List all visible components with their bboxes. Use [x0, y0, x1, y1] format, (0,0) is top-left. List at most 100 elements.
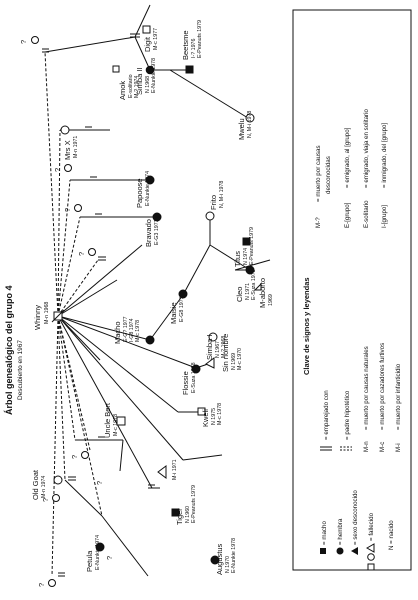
node-beetsme-name: Beetsme: [181, 30, 190, 60]
node-maborto-name: M-aborto: [258, 278, 267, 308]
node-titus-symbol: [242, 237, 251, 246]
node-titus-name: Titus: [233, 251, 242, 267]
unknown-parent-4: [88, 248, 96, 256]
node-kweli-symbol: [197, 407, 206, 416]
node-augustus-symbol: [210, 555, 220, 565]
node-simba1-name: Simba I: [205, 335, 214, 360]
unknown-mark-1: ?: [53, 168, 62, 172]
legend-code-munknown: M-?: [315, 217, 322, 228]
node-mi1971-info-0: M-i 1971: [172, 459, 178, 480]
node-augustus-info-1: E-Nunkie 1978: [231, 538, 237, 573]
node-beetsme-info-1: E-Peanuts 1979: [197, 20, 203, 58]
legend-code-munknown-text2: desconocidas: [325, 156, 332, 194]
legend-deceased-triangle-icon: [365, 543, 375, 553]
legend-unknown-sex-label: = sexo desconocido: [352, 490, 359, 545]
legend-code-inmig-text: = inmigrado, del [grupo]: [381, 123, 388, 188]
node-simba2-info-1: E-Nunkie 1978: [151, 58, 157, 93]
legend-female-label: = hembra: [337, 518, 344, 545]
node-flossie-name: Flossie: [181, 371, 190, 395]
node-cleo-info-0: N 1971: [245, 283, 251, 300]
legend-hypothetical-label: = padre hipotético: [344, 390, 351, 440]
legend-code-mc-text: = muerto por cazadores furtivos: [379, 343, 386, 430]
node-macho-info-1: I-G8 1974: [129, 318, 135, 342]
unknown-mark-6: ?: [37, 583, 46, 587]
unknown-mark-3: ?: [77, 252, 86, 256]
node-digit-info-0: M-c 1977: [153, 28, 159, 50]
node-simba2-name: Simba II: [135, 67, 144, 95]
node-sinnombre-symbol: [205, 357, 215, 369]
page-subtitle: Descubierto en 1967: [17, 340, 24, 400]
node-tiger-info-0: N 1960: [185, 506, 191, 523]
node-whinny-deceased-mark: [51, 309, 65, 323]
node-simba1-info-0: N 1967: [215, 341, 221, 358]
legend-deceased-label: = fallecido: [368, 512, 375, 541]
node-amok-symbol: [112, 65, 120, 73]
legend-paired-label: = emparejado con: [323, 390, 330, 440]
node-petula-name: Petula: [85, 550, 94, 572]
unknown-mark-8: ?: [95, 481, 104, 485]
node-augustus-info-0: N 1970: [225, 556, 231, 573]
node-mwelu-symbol: [245, 113, 255, 123]
legend-title: Clave de signos y leyendas: [302, 277, 311, 375]
unknown-mark-4: ?: [70, 455, 79, 459]
node-kweli-info-0: N 1975: [211, 408, 217, 425]
legend-box: Clave de signos y leyendas = macho = hem…: [292, 9, 412, 571]
node-bravado-symbol: [152, 212, 162, 222]
unknown-parent-3: [74, 204, 82, 212]
node-sinnombre-info-0: N 1969: [231, 353, 237, 370]
legend-deceased-circle-icon: [367, 553, 375, 561]
legend-code-esol-text: = emigrado, viaja en solitario: [363, 109, 370, 188]
node-flossie-info-0: E-Suza 1978: [191, 362, 197, 393]
legend-code-mi: M-i: [395, 443, 402, 452]
node-cleo-name: Cleo: [235, 287, 244, 302]
node-mrsx-symbol: [60, 125, 70, 135]
node-maborto-symbol: [253, 282, 262, 291]
unknown-parent-5: [81, 451, 89, 459]
legend-unknown-sex-icon: [351, 547, 358, 555]
node-kweli-name: Kweli: [201, 409, 210, 427]
node-mrsx-name: Mrs X: [63, 140, 72, 160]
node-macho-info-2: M-c 1978: [135, 320, 141, 342]
node-tiger-name: Tiger: [175, 508, 184, 525]
node-macho-symbol: [145, 335, 155, 345]
legend-code-inmig: I-[grupo]: [381, 205, 388, 228]
legend-border: [292, 9, 412, 571]
legend-code-emig-text: = emigrado, al [grupo]: [344, 127, 351, 188]
node-titus-info-1: E-Peanuts 1979: [249, 227, 255, 265]
node-bravado-name: Bravado: [144, 219, 153, 247]
node-macho-name: Macho: [113, 321, 122, 344]
node-macho-info-0: E-G? 1977: [123, 316, 129, 342]
node-unclebert-name: Uncle Bert: [103, 402, 112, 438]
legend-code-mn-text: = muerto por causas naturales: [363, 346, 370, 430]
unknown-mark-7: ?: [105, 556, 114, 560]
node-flossie-symbol: [191, 364, 201, 374]
node-augustus-name: Augustus: [215, 543, 224, 575]
node-amok-info-1: M-? 1974: [134, 76, 140, 98]
node-maisie-name: Maisie: [169, 302, 178, 324]
unknown-parent-2: [64, 164, 72, 172]
node-simba2-symbol: [145, 65, 155, 75]
node-sinnombre-name: Sin nombre: [221, 334, 230, 372]
pair-marks: [42, 33, 155, 577]
node-frito-info-0: N, M-i 1978: [219, 181, 225, 208]
node-simba2-info-0: N 1968: [145, 76, 151, 93]
unknown-mark-5: ?: [41, 498, 50, 502]
node-tiger-symbol: [171, 508, 180, 517]
legend-code-emig: E-[grupo]: [344, 202, 351, 228]
node-unclebert-symbol: [116, 416, 126, 426]
node-frito-name: Frito: [209, 195, 218, 210]
node-simba1-symbol: [208, 332, 218, 342]
node-maisie-symbol: [178, 289, 188, 299]
unknown-parent-6: [52, 494, 60, 502]
node-simba1-info-1: M-? 1968: [221, 336, 227, 358]
node-maborto-info-0: 1969: [268, 294, 274, 306]
node-mrsx-info-0: M-n 1971: [73, 136, 79, 158]
node-cleo-symbol: [245, 265, 255, 275]
legend-code-mn: M-n: [363, 441, 370, 452]
unknown-mark-0: ?: [19, 40, 28, 44]
unknown-parent-1: [31, 36, 39, 44]
legend-female-icon: [336, 547, 344, 555]
node-petula-symbol: [95, 542, 105, 552]
legend-code-munknown-text: = muerto por causas: [315, 145, 322, 202]
